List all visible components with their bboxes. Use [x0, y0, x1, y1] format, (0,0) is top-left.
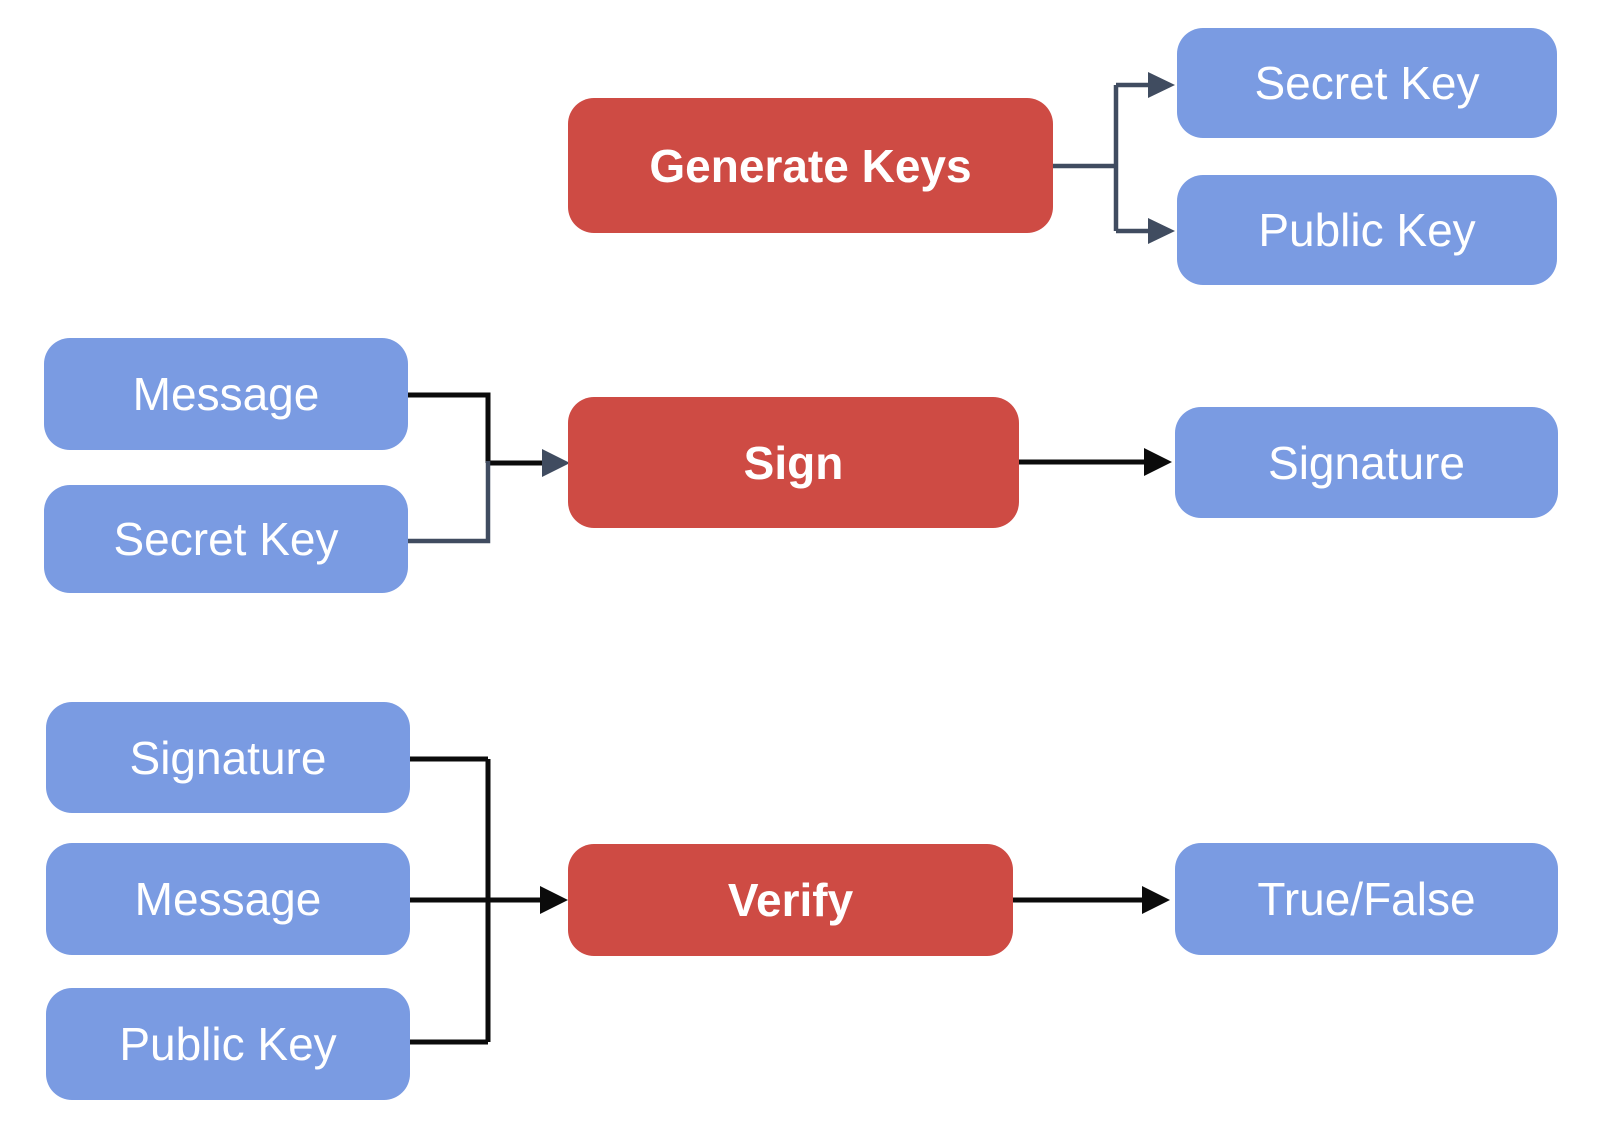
arrowhead-verify-icon	[540, 886, 568, 914]
node-signature-output: Signature	[1175, 407, 1558, 518]
edge-generate-keys-fanout	[1053, 82, 1148, 234]
node-secret-key-sign-input: Secret Key	[44, 485, 408, 593]
arrowhead-sign-icon	[542, 449, 570, 477]
node-message-sign-input: Message	[44, 338, 408, 450]
arrowhead-secret-key-icon	[1148, 72, 1175, 98]
node-signature-verify-input: Signature	[46, 702, 410, 813]
node-true-false: True/False	[1175, 843, 1558, 955]
node-public-key-output: Public Key	[1177, 175, 1557, 285]
arrowhead-public-key-icon	[1148, 218, 1175, 244]
edge-secret-key-to-sign	[407, 461, 491, 544]
edge-message-to-sign	[407, 392, 491, 463]
edge-sign-inputs-black	[407, 392, 546, 466]
node-secret-key-output: Secret Key	[1177, 28, 1557, 138]
edge-verify-inputs	[410, 756, 542, 1045]
node-generate-keys: Generate Keys	[568, 98, 1053, 233]
arrowhead-truefalse-icon	[1142, 886, 1170, 914]
node-public-key-verify-input: Public Key	[46, 988, 410, 1100]
node-verify: Verify	[568, 844, 1013, 956]
node-message-verify-input: Message	[46, 843, 410, 955]
arrowhead-signature-icon	[1144, 448, 1172, 476]
node-sign: Sign	[568, 397, 1019, 528]
